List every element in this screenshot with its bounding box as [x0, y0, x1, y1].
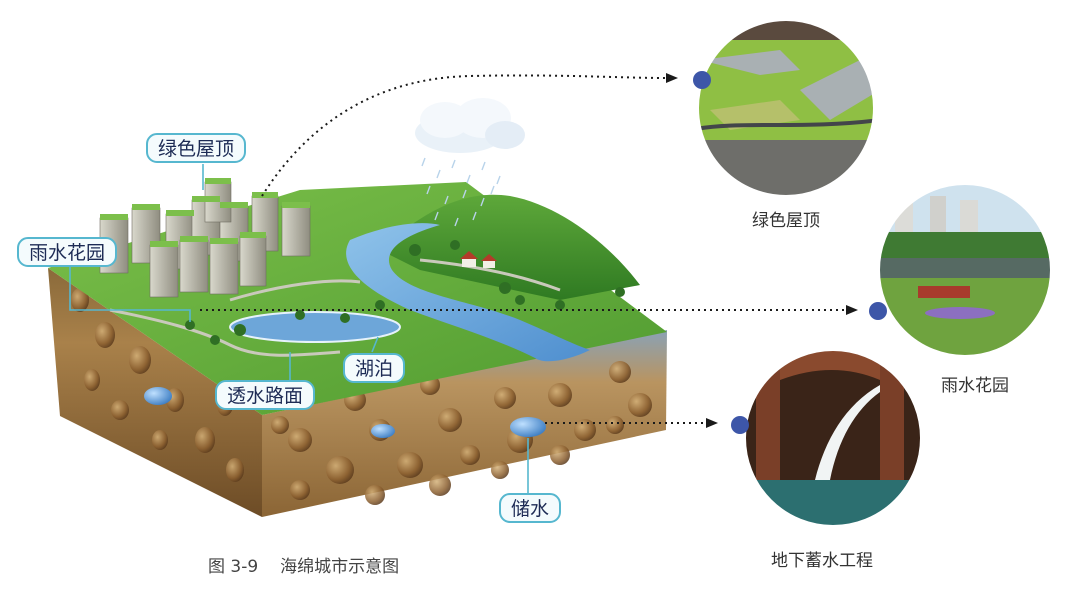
- caption-underground-storage: 地下蓄水工程: [771, 546, 873, 571]
- label-lake: 湖泊: [343, 353, 405, 383]
- label-green-roof: 绿色屋顶: [146, 133, 246, 163]
- label-rain-garden: 雨水花园: [17, 237, 117, 267]
- photo-underground-storage: [731, 343, 930, 540]
- figure-caption: 图 3-9 海绵城市示意图: [208, 552, 421, 577]
- figure-number: 图 3-9: [208, 557, 258, 577]
- label-permeable-road: 透水路面: [215, 380, 315, 410]
- rain-cloud: [415, 98, 525, 153]
- photo-rain-garden: [869, 177, 1058, 363]
- lake: [230, 312, 400, 342]
- photo-green-roof: [690, 13, 890, 210]
- label-water-storage: 储水: [499, 493, 561, 523]
- caption-rain-garden: 雨水花园: [941, 371, 1009, 396]
- caption-green-roof: 绿色屋顶: [752, 206, 820, 231]
- figure-title: 海绵城市示意图: [280, 557, 399, 577]
